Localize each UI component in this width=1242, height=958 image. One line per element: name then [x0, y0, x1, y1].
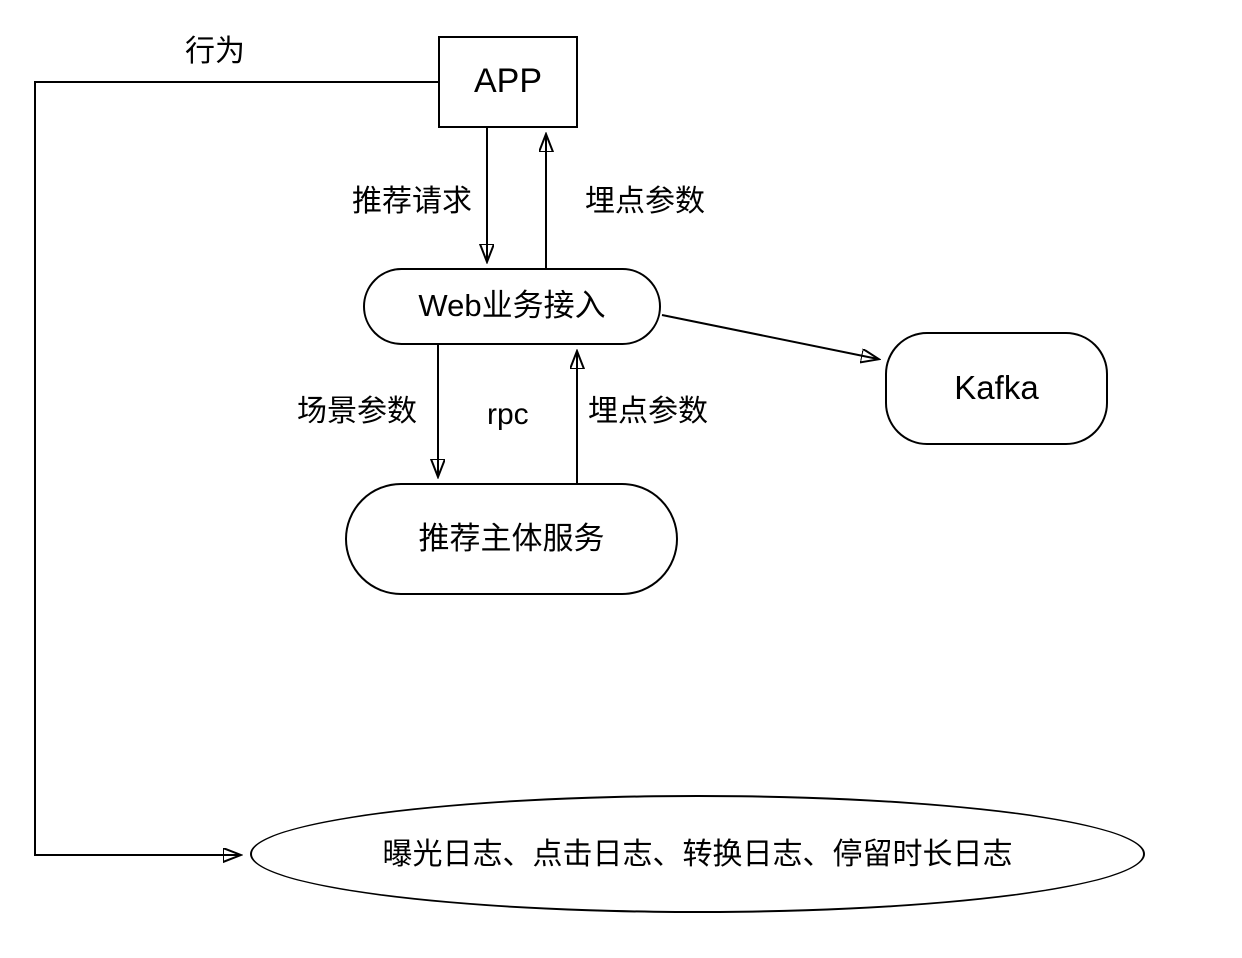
behavior-edge-label: 行为	[185, 35, 245, 68]
tracking-params-top-edge-label: 埋点参数	[585, 185, 705, 218]
recommend-service-node: 推荐主体服务	[345, 483, 678, 595]
web-access-node: Web业务接入	[363, 268, 661, 345]
logs-ellipse-node: 曝光日志、点击日志、转换日志、停留时长日志	[250, 795, 1145, 913]
kafka-node: Kafka	[885, 332, 1108, 445]
rpc-edge-label: rpc	[487, 398, 529, 431]
recommend-request-edge-label: 推荐请求	[352, 185, 472, 218]
kafka-node-label: Kafka	[954, 369, 1039, 407]
logs-ellipse-node-label: 曝光日志、点击日志、转换日志、停留时长日志	[382, 837, 1013, 871]
web-access-node-label: Web业务接入	[418, 288, 606, 324]
edge-web-to-kafka	[661, 314, 878, 359]
scene-params-edge-label: 场景参数	[297, 395, 417, 428]
app-node: APP	[438, 36, 578, 128]
edge-behavior-app-to-logs	[34, 81, 438, 855]
tracking-params-bottom-edge-label: 埋点参数	[588, 395, 708, 428]
app-node-label: APP	[473, 62, 543, 101]
recommend-service-node-label: 推荐主体服务	[418, 520, 605, 556]
